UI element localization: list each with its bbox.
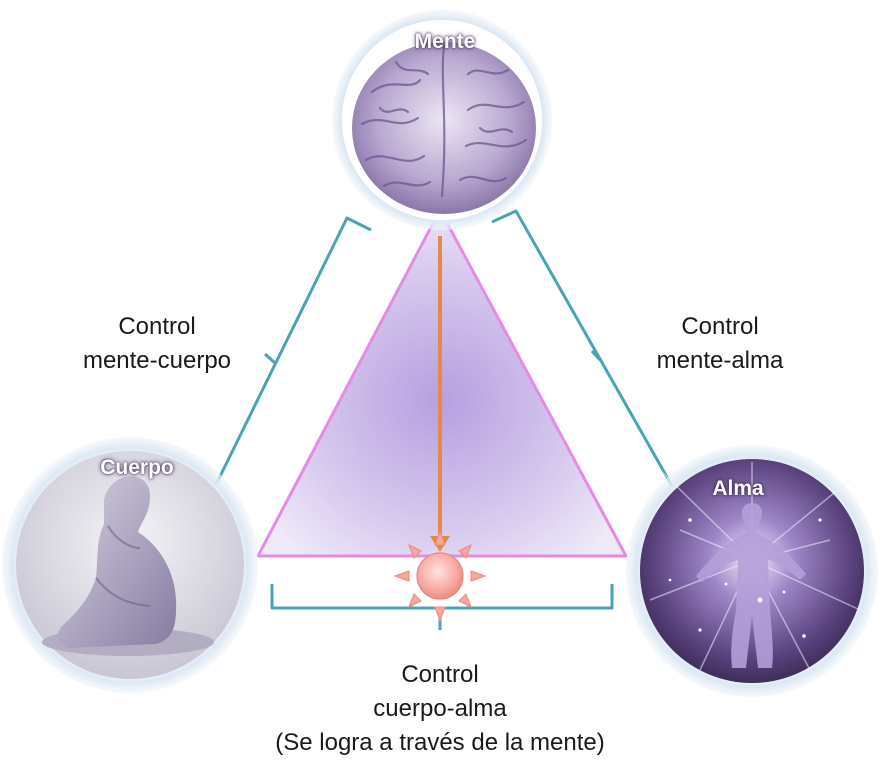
sun-icon (393, 529, 487, 623)
label-body-soul-line3: (Se logra a través de la mente) (275, 729, 605, 756)
label-mind-soul-line2: mente-alma (656, 347, 784, 374)
label-body-soul: Control cuerpo-alma (Se logra a través d… (240, 658, 640, 760)
label-mind-body: Control mente-cuerpo (52, 310, 262, 378)
seated-person-icon (42, 476, 214, 656)
label-body-soul-line1: Control (401, 661, 479, 688)
soul-title: Alma (712, 477, 764, 500)
label-mind-soul-line1: Control (681, 313, 759, 340)
mind-title: Mente (414, 30, 476, 53)
soul-node (626, 445, 878, 697)
label-mind-body-line2: mente-cuerpo (82, 347, 232, 374)
label-body-soul-line2: cuerpo-alma (373, 695, 507, 722)
body-title: Cuerpo (100, 456, 174, 479)
brain-icon (352, 42, 536, 214)
label-mind-body-line1: Control (118, 313, 196, 340)
label-mind-soul: Control mente-alma (620, 310, 820, 378)
mind-node (332, 10, 552, 230)
body-node (2, 437, 258, 693)
radiant-figure-icon (649, 462, 861, 671)
